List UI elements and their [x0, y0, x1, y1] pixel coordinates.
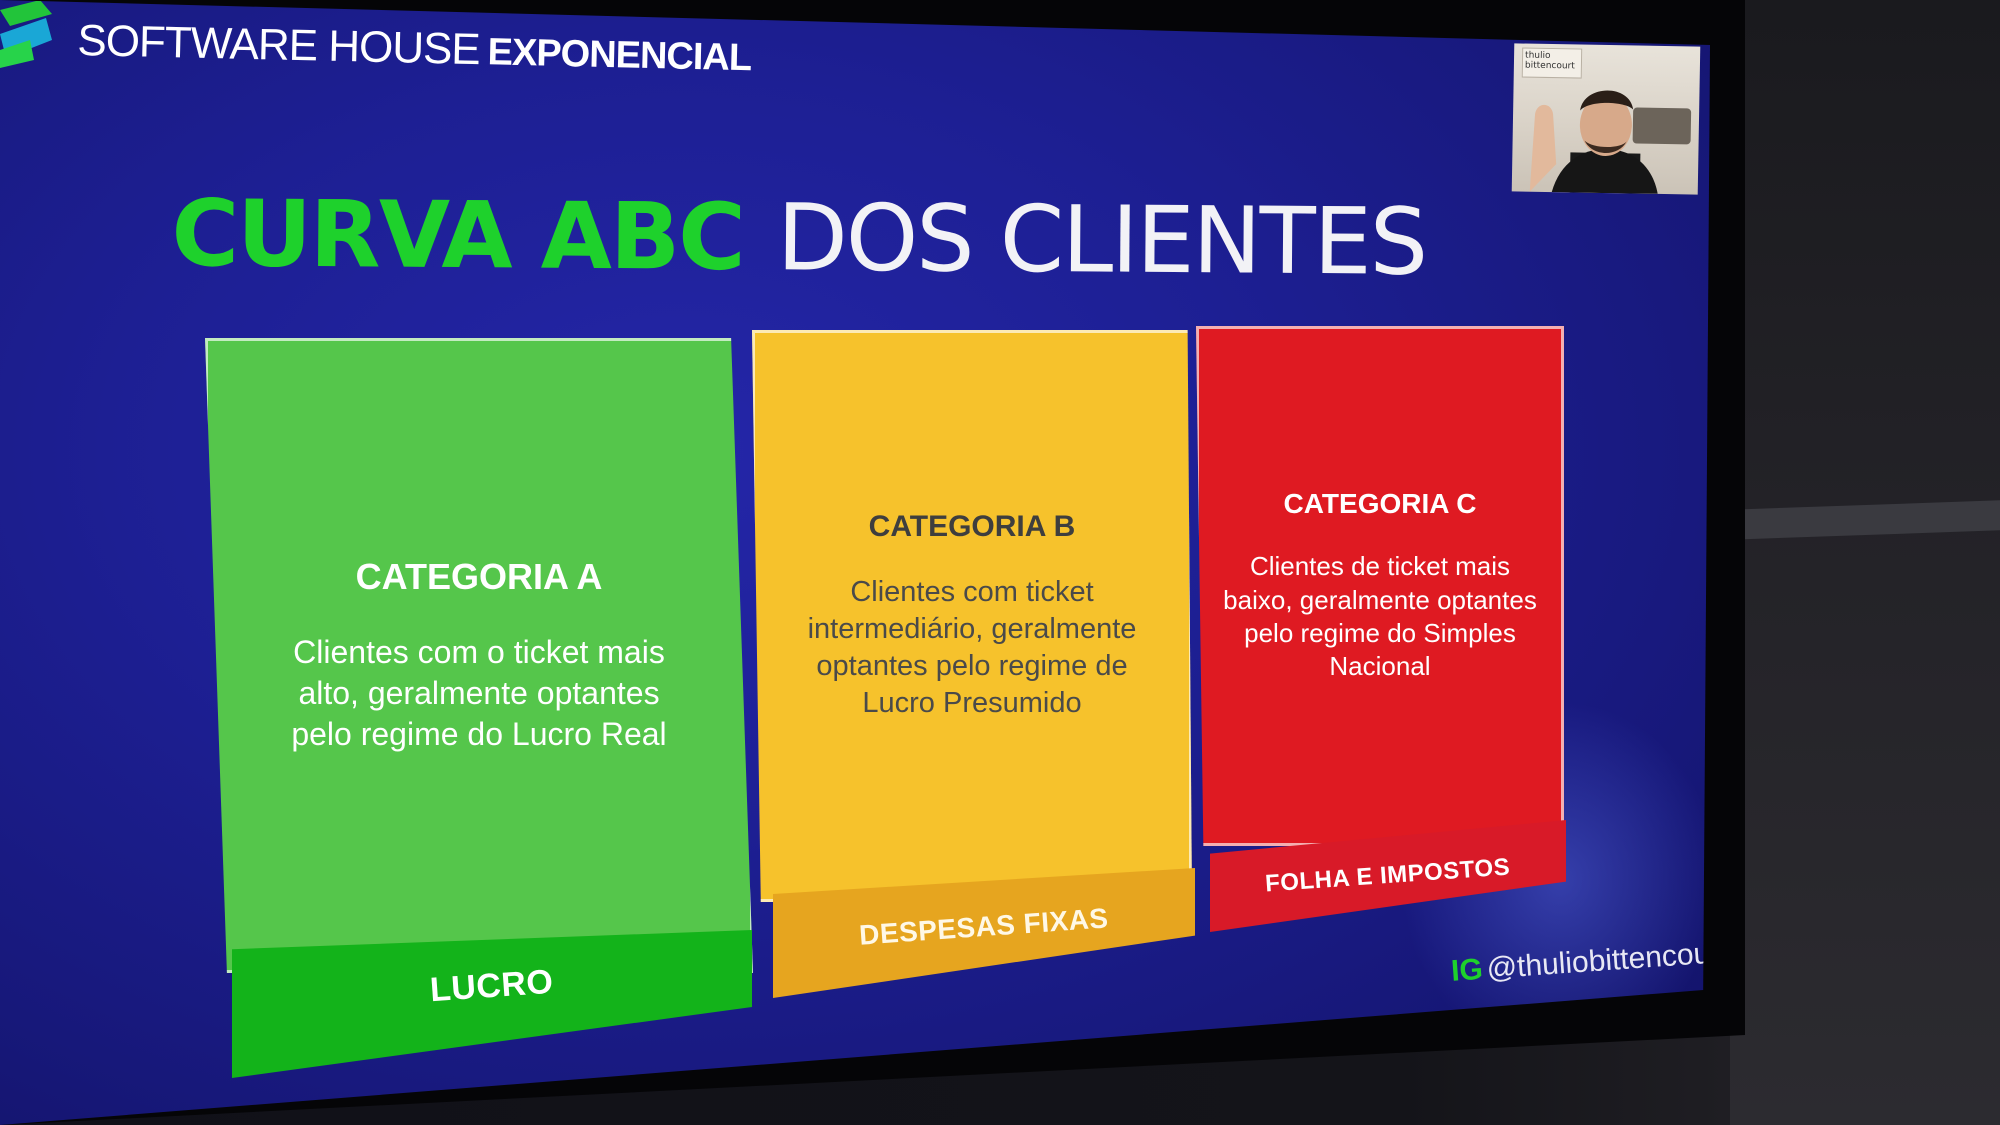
category-card-a: CATEGORIA A Clientes com o ticket mais a…	[205, 338, 753, 973]
background-wall	[1730, 0, 2000, 1125]
presenter-avatar	[1529, 90, 1658, 194]
category-c-title: CATEGORIA C	[1283, 488, 1477, 520]
category-b-bar-label: DESPESAS FIXAS	[858, 902, 1110, 951]
category-a-label-bar: LUCRO	[232, 930, 752, 1078]
category-b-title: CATEGORIA B	[868, 509, 1076, 543]
slide-title-highlight: CURVA ABC	[171, 180, 745, 291]
brand-name-bold: EXPONENCIAL	[487, 31, 752, 80]
category-card-b: CATEGORIA B Clientes com ticket intermed…	[752, 330, 1192, 902]
category-a-bar-label: LUCRO	[429, 962, 555, 1009]
webcam-overlay: thulio bittencourt	[1511, 43, 1701, 195]
instagram-label: IG	[1450, 952, 1484, 988]
category-c-bar-label: FOLHA E IMPOSTOS	[1264, 853, 1512, 898]
category-a-title: CATEGORIA A	[355, 556, 603, 598]
slide-title: CURVA ABC DOS CLIENTES	[171, 180, 1426, 296]
brand-logo-icon	[0, 0, 52, 68]
category-b-description: Clientes com ticket intermediário, geral…	[807, 575, 1137, 720]
category-c-description: Clientes de ticket mais baixo, geralment…	[1223, 551, 1537, 682]
category-card-c: CATEGORIA C Clientes de ticket mais baix…	[1196, 326, 1564, 846]
slide-title-rest: DOS CLIENTES	[776, 184, 1427, 296]
category-a-description: Clientes com o ticket mais alto, geralme…	[291, 634, 667, 752]
brand-name-light: SOFTWARE HOUSE	[76, 16, 481, 75]
